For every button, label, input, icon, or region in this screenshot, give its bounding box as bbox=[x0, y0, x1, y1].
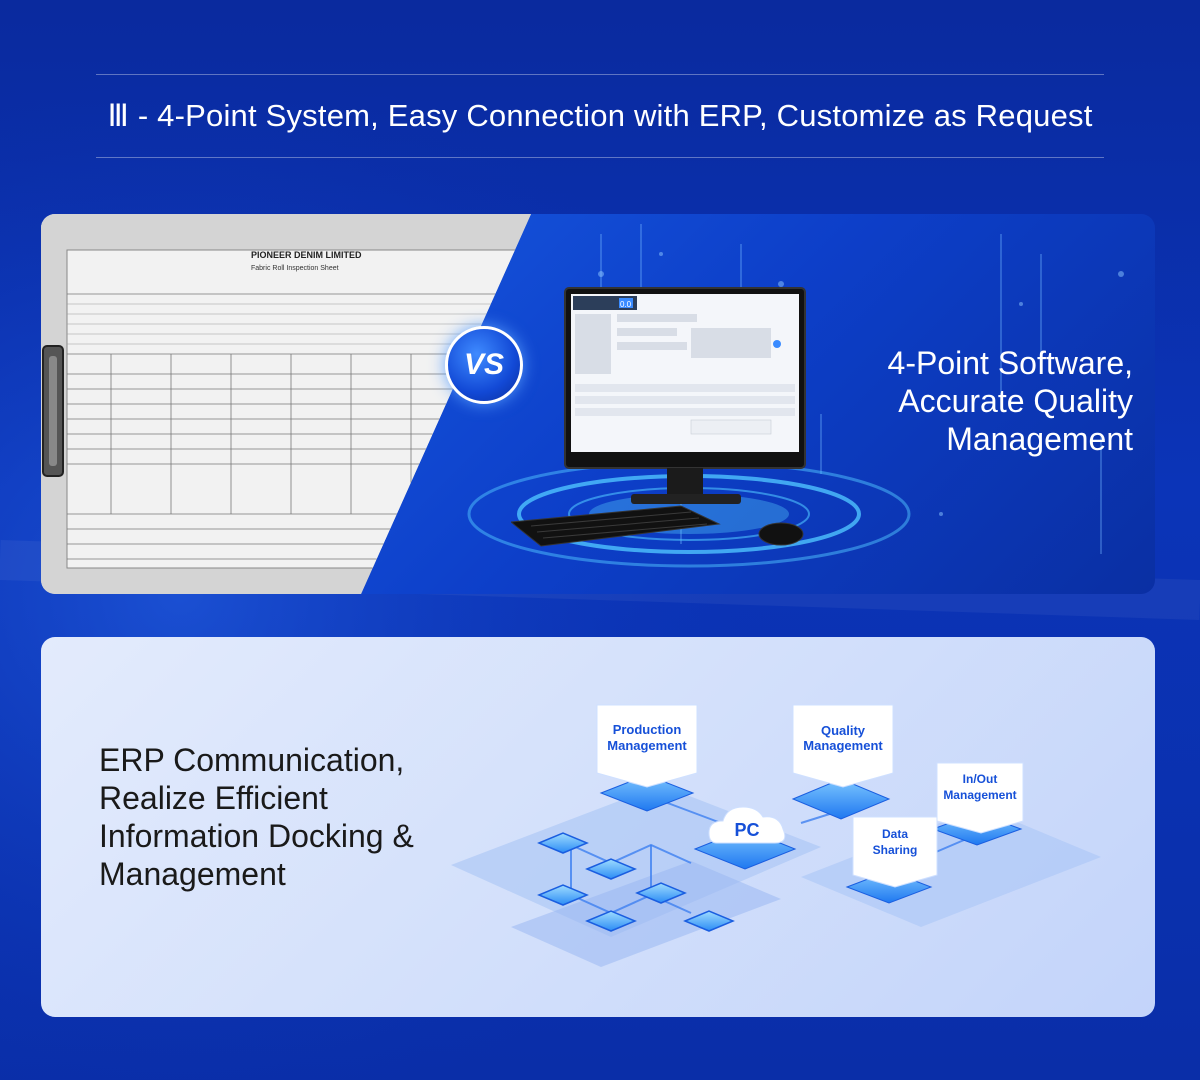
monitor-readout: 0.0 bbox=[620, 300, 632, 309]
node-inout: In/Out Management bbox=[936, 762, 1024, 834]
erp-caption-line: Management bbox=[99, 856, 286, 892]
node-inout-line2: Management bbox=[943, 788, 1016, 802]
node-production-line1: Production bbox=[613, 722, 682, 737]
vs-badge-icon: VS bbox=[445, 326, 523, 404]
paper-sheet-title: Fabric Roll Inspection Sheet bbox=[251, 265, 339, 272]
erp-caption: ERP Communication, Realize Efficient Inf… bbox=[99, 741, 459, 893]
monitor-readout-bg bbox=[619, 298, 633, 308]
erp-caption-line: ERP Communication, bbox=[99, 742, 405, 778]
node-quality-line2: Management bbox=[803, 738, 883, 753]
vs-label: VS bbox=[463, 348, 505, 381]
cloud-icon: PC bbox=[708, 806, 786, 844]
comparison-card: PIONEER DENIM LIMITED Fabric Roll Inspec… bbox=[41, 214, 1155, 594]
pc-label: PC bbox=[734, 820, 759, 840]
software-caption: 4-Point Software, Accurate Quality Manag… bbox=[833, 344, 1133, 458]
section-header: Ⅲ - 4-Point System, Easy Connection with… bbox=[96, 74, 1104, 158]
section-title: Ⅲ - 4-Point System, Easy Connection with… bbox=[107, 98, 1093, 133]
software-caption-line: 4-Point Software, bbox=[887, 345, 1133, 381]
software-caption-line: Accurate Quality bbox=[898, 383, 1133, 419]
node-data: Data Sharing bbox=[852, 816, 938, 888]
software-caption-line: Management bbox=[946, 421, 1133, 457]
node-inout-line1: In/Out bbox=[963, 772, 998, 786]
node-quality: Quality Management bbox=[792, 704, 894, 788]
erp-card: ERP Communication, Realize Efficient Inf… bbox=[41, 637, 1155, 1017]
mouse-icon bbox=[758, 522, 804, 546]
node-data-line2: Sharing bbox=[873, 843, 918, 857]
erp-network-diagram: Production Management Quality Management… bbox=[451, 704, 1101, 967]
node-production-line2: Management bbox=[607, 738, 687, 753]
computer-illustration: 0.0 bbox=[511, 287, 806, 547]
keyboard-icon bbox=[511, 505, 721, 547]
paper-company: PIONEER DENIM LIMITED bbox=[251, 250, 362, 260]
node-quality-line1: Quality bbox=[821, 723, 866, 738]
monitor-icon: 0.0 bbox=[564, 287, 806, 504]
node-data-line1: Data bbox=[882, 827, 908, 841]
erp-caption-line: Realize Efficient bbox=[99, 780, 328, 816]
node-production: Production Management bbox=[596, 704, 698, 788]
erp-caption-line: Information Docking & bbox=[99, 818, 414, 854]
